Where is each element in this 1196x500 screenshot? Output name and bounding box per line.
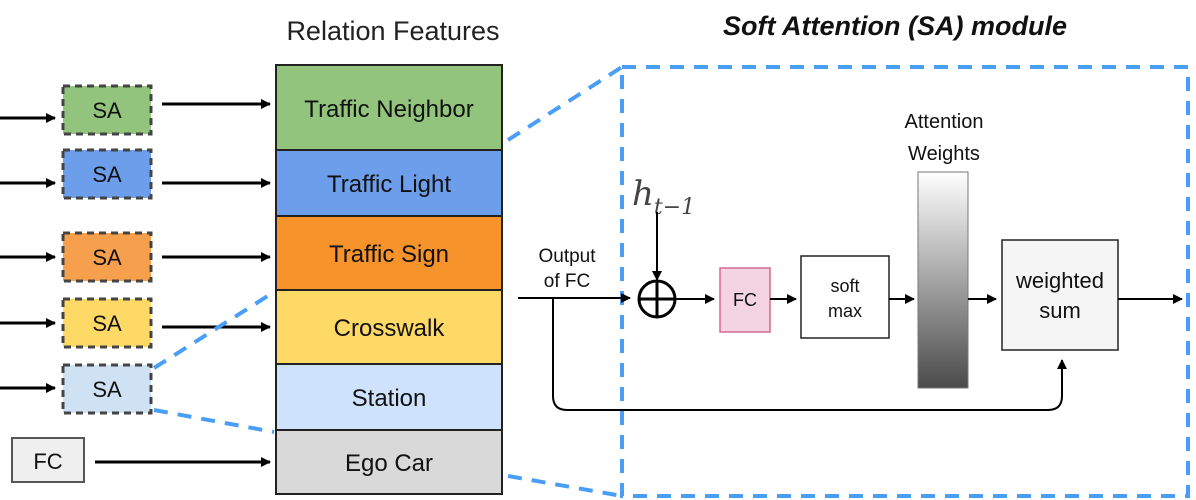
feature-ego-car: Ego Car xyxy=(345,450,433,477)
skip-connection-arrow xyxy=(552,298,1067,411)
softmax-label-line1: soft xyxy=(830,276,859,296)
feature-traffic-light: Traffic Light xyxy=(327,171,451,198)
sa-module-boundary xyxy=(620,65,1190,498)
attention-label-line1: Attention xyxy=(905,111,984,133)
fc-input-label: FC xyxy=(33,449,62,474)
sa-fc-label: FC xyxy=(733,290,757,310)
zoom-connector-lines xyxy=(152,65,624,498)
left-input-arrows xyxy=(0,113,56,393)
feature-traffic-neighbor: Traffic Neighbor xyxy=(304,96,473,123)
weighted-sum-box: weighted sum xyxy=(1001,239,1119,351)
sa-box-3-label: SA xyxy=(92,245,122,270)
hidden-state-label: ht−1 xyxy=(632,174,695,220)
sa-module-title: Soft Attention (SA) module xyxy=(723,11,1067,41)
softmax-label-line2: max xyxy=(828,301,862,321)
fc-input-box: FC xyxy=(11,437,85,483)
sa-box-4: SA xyxy=(61,297,153,349)
feature-station: Station xyxy=(352,385,427,412)
sa-box-1: SA xyxy=(61,84,153,136)
weighted-label-line2: sum xyxy=(1039,298,1081,323)
relation-features-stack: Traffic Neighbor Traffic Light Traffic S… xyxy=(275,64,503,495)
sa-box-4-label: SA xyxy=(92,311,122,336)
sa-box-2-label: SA xyxy=(92,162,122,187)
feature-crosswalk: Crosswalk xyxy=(334,315,446,342)
sa-fc-box: FC xyxy=(719,267,771,333)
sa-box-2: SA xyxy=(61,148,153,200)
feature-traffic-sign: Traffic Sign xyxy=(329,241,449,268)
attention-label-line2: Weights xyxy=(908,143,980,165)
input-label-line1: Output xyxy=(538,246,596,267)
sum-operator-icon xyxy=(637,279,677,319)
sa-box-5-label: SA xyxy=(92,377,122,402)
sa-box-1-label: SA xyxy=(92,98,122,123)
softmax-box: soft max xyxy=(800,255,890,339)
relation-features-title: Relation Features xyxy=(286,16,499,46)
input-label-line2: of FC xyxy=(544,271,590,292)
attention-weights-bar xyxy=(917,171,969,389)
weighted-label-line1: weighted xyxy=(1015,268,1104,293)
sa-box-5: SA xyxy=(61,363,153,415)
sa-box-3: SA xyxy=(61,231,153,283)
